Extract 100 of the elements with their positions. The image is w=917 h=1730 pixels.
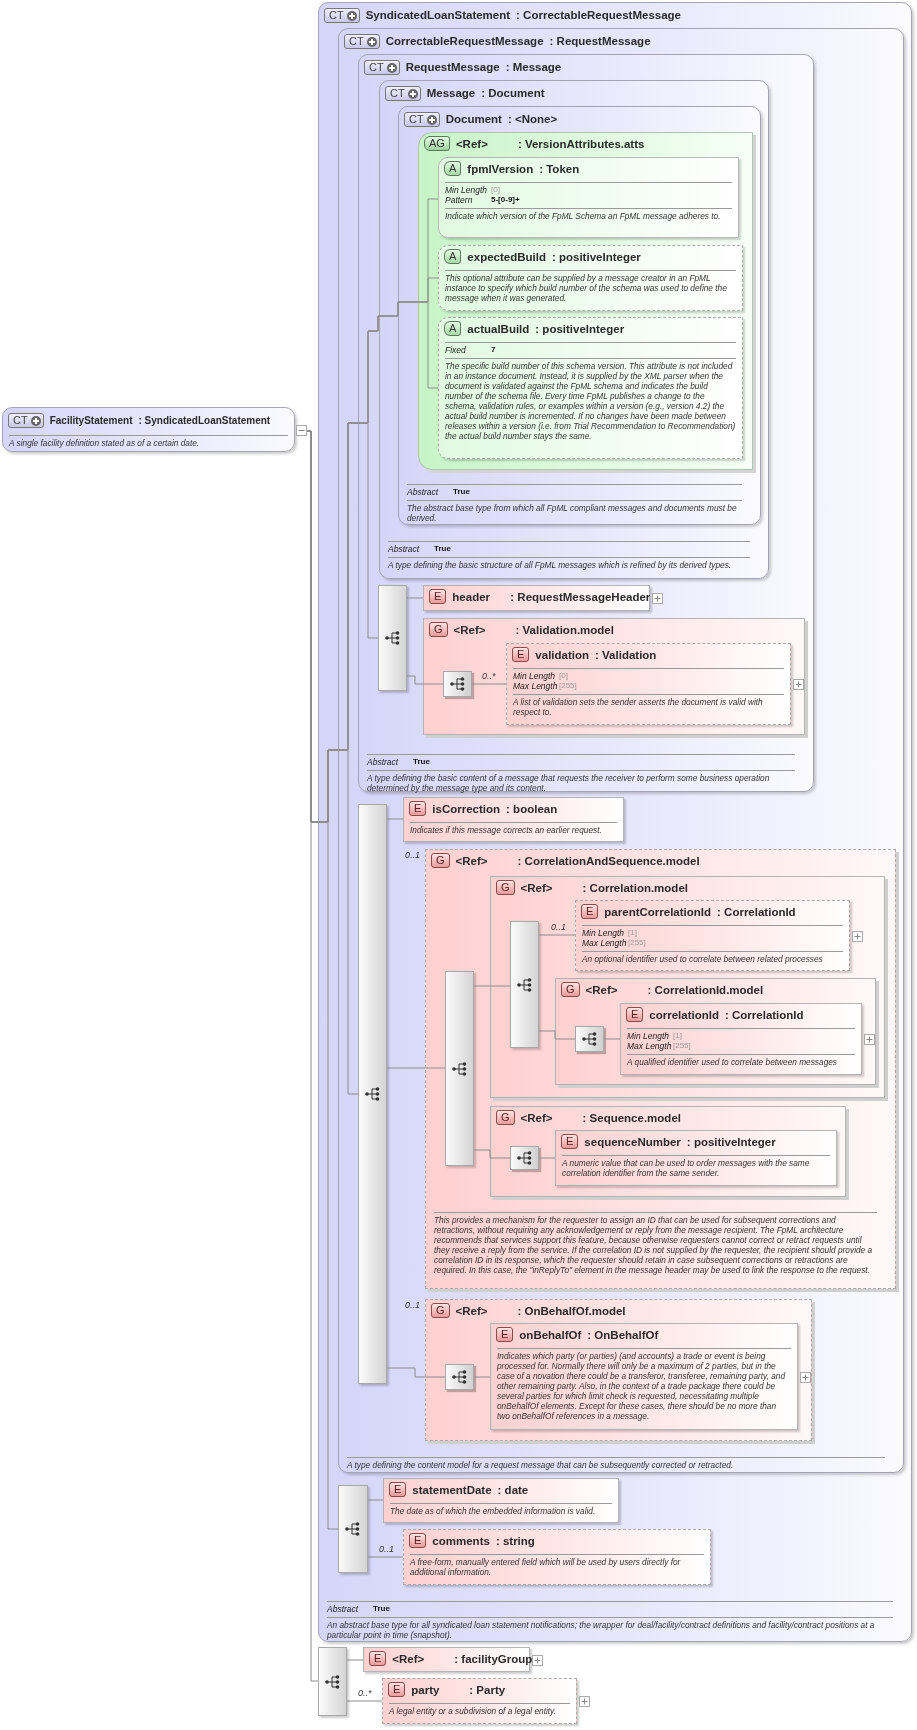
element-name: RequestMessage [405,61,500,73]
attribute-box [438,245,743,311]
type-name: : <None> [507,113,558,125]
type-name: : SyndicatedLoanStatement [138,414,271,426]
property-name: Abstract [327,1604,360,1614]
description: A numeric value that can be used to order messages with the same correlation identifier from the same sender. [562,1158,811,1178]
type-badge: G [429,622,448,637]
connector-line [471,683,507,685]
element-box [555,1130,837,1186]
type-name: : OnBehalfOf [587,1328,659,1341]
element-name: <Ref> [392,1652,426,1665]
element-box [383,1478,619,1523]
property-name: Abstract [388,544,421,554]
type-name: : Token [539,162,580,175]
property-value: [0] [559,671,569,681]
description: A legal entity or a subdivision of a legal entity. [389,1706,557,1716]
group-box [423,618,805,735]
element-name: SyndicatedLoanStatement [365,9,511,21]
cardinality-label: 0..1 [405,850,420,860]
type-badge: G [496,880,515,895]
connector-line [346,1659,364,1661]
description: Indicates which party (or parties) (and accounts) a trade or event is being processed for. Normally there will only be a maximum of 2 parties, but in the case of a novation there could be a transferor, transferee, remaining party, and other remaining party. Also, in the context of a trade package there could be several parties for which limit check is requested, necessitating multiple onBehalfOf elements. Except for these cases, there should be no more than two onBehalfOf references in a message. [497,1351,787,1421]
type-badge: CT [8,412,44,428]
type-name: : Document [481,87,545,99]
type-badge: E [429,589,447,604]
type-badge: G [431,853,450,868]
type-badge: E [388,1682,406,1697]
element-name: parentCorrelationId [604,905,712,918]
sequence-compositor [338,1485,368,1573]
property-name: Pattern [445,195,474,205]
element-name: <Ref> [520,1111,554,1124]
type-name: : Validation.model [515,623,614,636]
type-badge: E [626,1007,644,1022]
connector-line [473,1376,491,1378]
description: A free-form, manually entered field which will be used by users directly for additional information. [410,1557,682,1577]
type-badge: AG [424,136,450,151]
connector-line [538,934,576,936]
sequence-compositor [318,1647,347,1716]
type-badge: G [496,1110,515,1125]
sequence-compositor [510,921,539,1048]
type-badge: CT [385,85,421,101]
group-box [555,978,876,1085]
type-name: : boolean [506,802,558,815]
type-name: : positiveInteger [551,250,641,263]
connector-line [406,597,424,599]
element-box [506,643,791,725]
description: This provides a mechanism for the requester to assign an ID that can be used for subsequent corrections and retractions, without requiring any acknowledgement or reply from the message recipient. The FpML architecture recommends that services support this feature, because otherwise requesters cannot correct or retract requests until they receive a reply from the service. If the correlation ID is not supplied by the requester, the recipient should provide a correlation ID in its response, which the requester should retain in case subsequent corrections or retractions are required. In this case, the "inReplyTo" element in the message header may be used to link the response to the request. [434,1215,874,1275]
element-box [575,900,850,971]
type-badge: E [512,647,530,662]
type-badge: E [581,904,599,919]
description: A type defining the content model for a request message that can be subsequently corrected or retracted. [347,1460,735,1470]
complex-type-box [398,106,761,525]
connector-line [386,818,404,820]
element-name: fpmlVersion [467,162,534,175]
property-value: True [413,757,431,767]
property-name: Max Length [513,681,559,691]
element-box [382,1678,577,1724]
type-name: : Sequence.model [582,1111,681,1124]
description: A qualified identifier used to correlate between messages [627,1057,838,1067]
connector-line [473,985,511,987]
type-name: : CorrelationAndSequence.model [517,854,700,867]
element-box [403,797,624,842]
sequence-compositor [378,585,407,691]
type-badge: A [444,321,462,336]
property-value: [1] [673,1031,683,1041]
sequence-compositor [358,804,387,1384]
type-badge: CT [364,59,400,75]
description: Indicates if this message corrects an earlier request. [410,825,603,835]
type-badge: E [409,1533,427,1548]
connector-line [367,1499,384,1501]
type-name: : Validation [595,648,657,661]
element-name: <Ref> [455,854,489,867]
type-badge: CT [324,7,360,23]
description: Indicate which version of the FpML Schema an FpML message adheres to. [445,211,722,221]
description: A type defining the basic structure of all FpML messages which is refined by its derived types. [388,560,733,570]
sequence-compositor [443,671,472,697]
property-name: Min Length [513,671,557,681]
attribute-box [438,317,743,459]
property-name: Abstract [407,487,440,497]
type-name: : OnBehalfOf.model [517,1304,626,1317]
group-box [425,849,896,1289]
type-name: : Party [469,1683,506,1696]
element-name: party [411,1683,441,1696]
type-name: : Message [505,61,562,73]
property-name: Min Length [627,1031,671,1041]
type-badge: E [409,801,427,816]
cardinality-label: 0..1 [551,922,566,932]
type-name: : CorrectableRequestMessage [516,9,681,21]
property-name: Max Length [627,1041,673,1051]
element-box [363,1647,530,1672]
element-box [490,1323,798,1430]
element-name: sequenceNumber [584,1135,681,1148]
element-box [423,585,650,611]
element-name: correlationId [649,1008,719,1021]
complex-type-box [358,54,814,792]
type-badge: E [369,1651,387,1666]
connector-line [386,1367,446,1378]
property-value: 7 [491,345,497,355]
element-name: <Ref> [455,1304,489,1317]
sequence-compositor [445,1364,474,1390]
